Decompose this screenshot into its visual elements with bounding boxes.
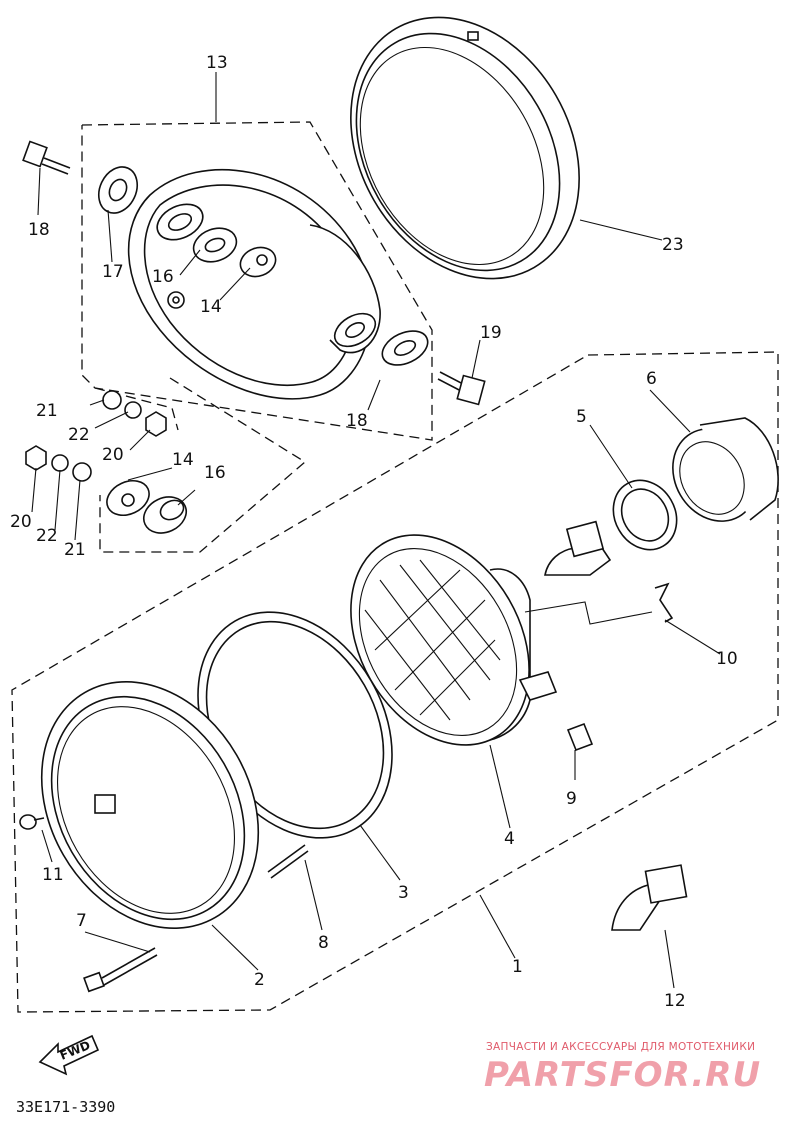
callout-3: 3 — [398, 883, 409, 903]
drawing-code: 33E171-3390 — [16, 1098, 115, 1116]
callout-2: 2 — [254, 970, 265, 990]
callout-14: 14 — [172, 450, 194, 470]
callout-9: 9 — [566, 789, 577, 809]
callout-22-lower: 22 — [36, 526, 58, 546]
bulb-12 — [611, 864, 688, 931]
nut-20-lower — [25, 445, 47, 471]
callout-18-right: 18 — [346, 411, 368, 431]
watermark-tagline: ЗАПЧАСТИ И АКСЕССУАРЫ ДЛЯ МОТОТЕХНИКИ — [486, 1041, 755, 1053]
spring-clip-10 — [654, 582, 674, 623]
callout-19-left: 18 — [28, 220, 50, 240]
collar-14 — [106, 479, 150, 517]
callout-23: 23 — [662, 235, 684, 255]
callout-4: 4 — [504, 829, 515, 849]
watermark-logo: PARTSFOR.RU — [484, 1055, 761, 1095]
callout-10: 10 — [716, 649, 738, 669]
clip-9 — [566, 722, 594, 752]
damper-16 — [143, 496, 187, 534]
screw-11 — [19, 814, 45, 830]
screw-7 — [83, 947, 158, 993]
forward-direction-arrow: FWD — [38, 1034, 100, 1076]
callout-7: 7 — [76, 911, 87, 931]
bulb-holder-5 — [612, 479, 678, 551]
callout-20-lower: 20 — [10, 512, 32, 532]
callout-15: 14 — [200, 297, 222, 317]
lens-pattern — [364, 559, 501, 721]
lock-washer-22-lower — [51, 454, 69, 472]
headlight-unit-4 — [350, 534, 558, 746]
group-1-boundary — [11, 351, 779, 1013]
lock-washer-22-upper — [124, 401, 142, 419]
callout-21-lower: 21 — [64, 540, 86, 560]
callout-5: 5 — [576, 407, 587, 427]
nut-20-upper — [145, 411, 167, 437]
callout-22-upper: 22 — [68, 425, 90, 445]
grommet-18-left — [97, 166, 139, 214]
watermark: ЗАПЧАСТИ И АКСЕССУАРЫ ДЛЯ МОТОТЕХНИКИ PA… — [484, 1041, 761, 1095]
grommet-17 — [192, 227, 238, 263]
callout-1: 1 — [512, 957, 523, 977]
leader-lines — [31, 72, 721, 989]
bolt-19-right — [437, 371, 486, 406]
callout-11: 11 — [42, 865, 64, 885]
callout-18-left: 17 — [102, 262, 124, 282]
front-rim-2 — [40, 681, 260, 929]
headlight-bulb — [544, 520, 612, 576]
callout-6: 6 — [646, 369, 657, 389]
headlight-housing-13 — [127, 168, 381, 400]
grommet-18-right — [381, 330, 429, 366]
screw-8 — [267, 844, 309, 879]
callout-17: 16 — [152, 267, 174, 287]
callout-8: 8 — [318, 933, 329, 953]
callout-13: 13 — [206, 53, 228, 73]
group-13-boundary — [81, 121, 433, 441]
callout-21-upper: 21 — [36, 401, 58, 421]
callout-19-right: 19 — [480, 323, 502, 343]
callout-16: 16 — [204, 463, 226, 483]
bolt-19-left — [22, 140, 71, 175]
callout-12: 12 — [664, 991, 686, 1011]
washer-21-upper — [102, 390, 122, 410]
socket-cover-6 — [672, 417, 779, 522]
group-13-sub-boundary — [99, 377, 307, 553]
washer-21-lower — [72, 462, 92, 482]
rim-ring-23 — [350, 16, 580, 280]
callout-20-upper: 20 — [102, 445, 124, 465]
